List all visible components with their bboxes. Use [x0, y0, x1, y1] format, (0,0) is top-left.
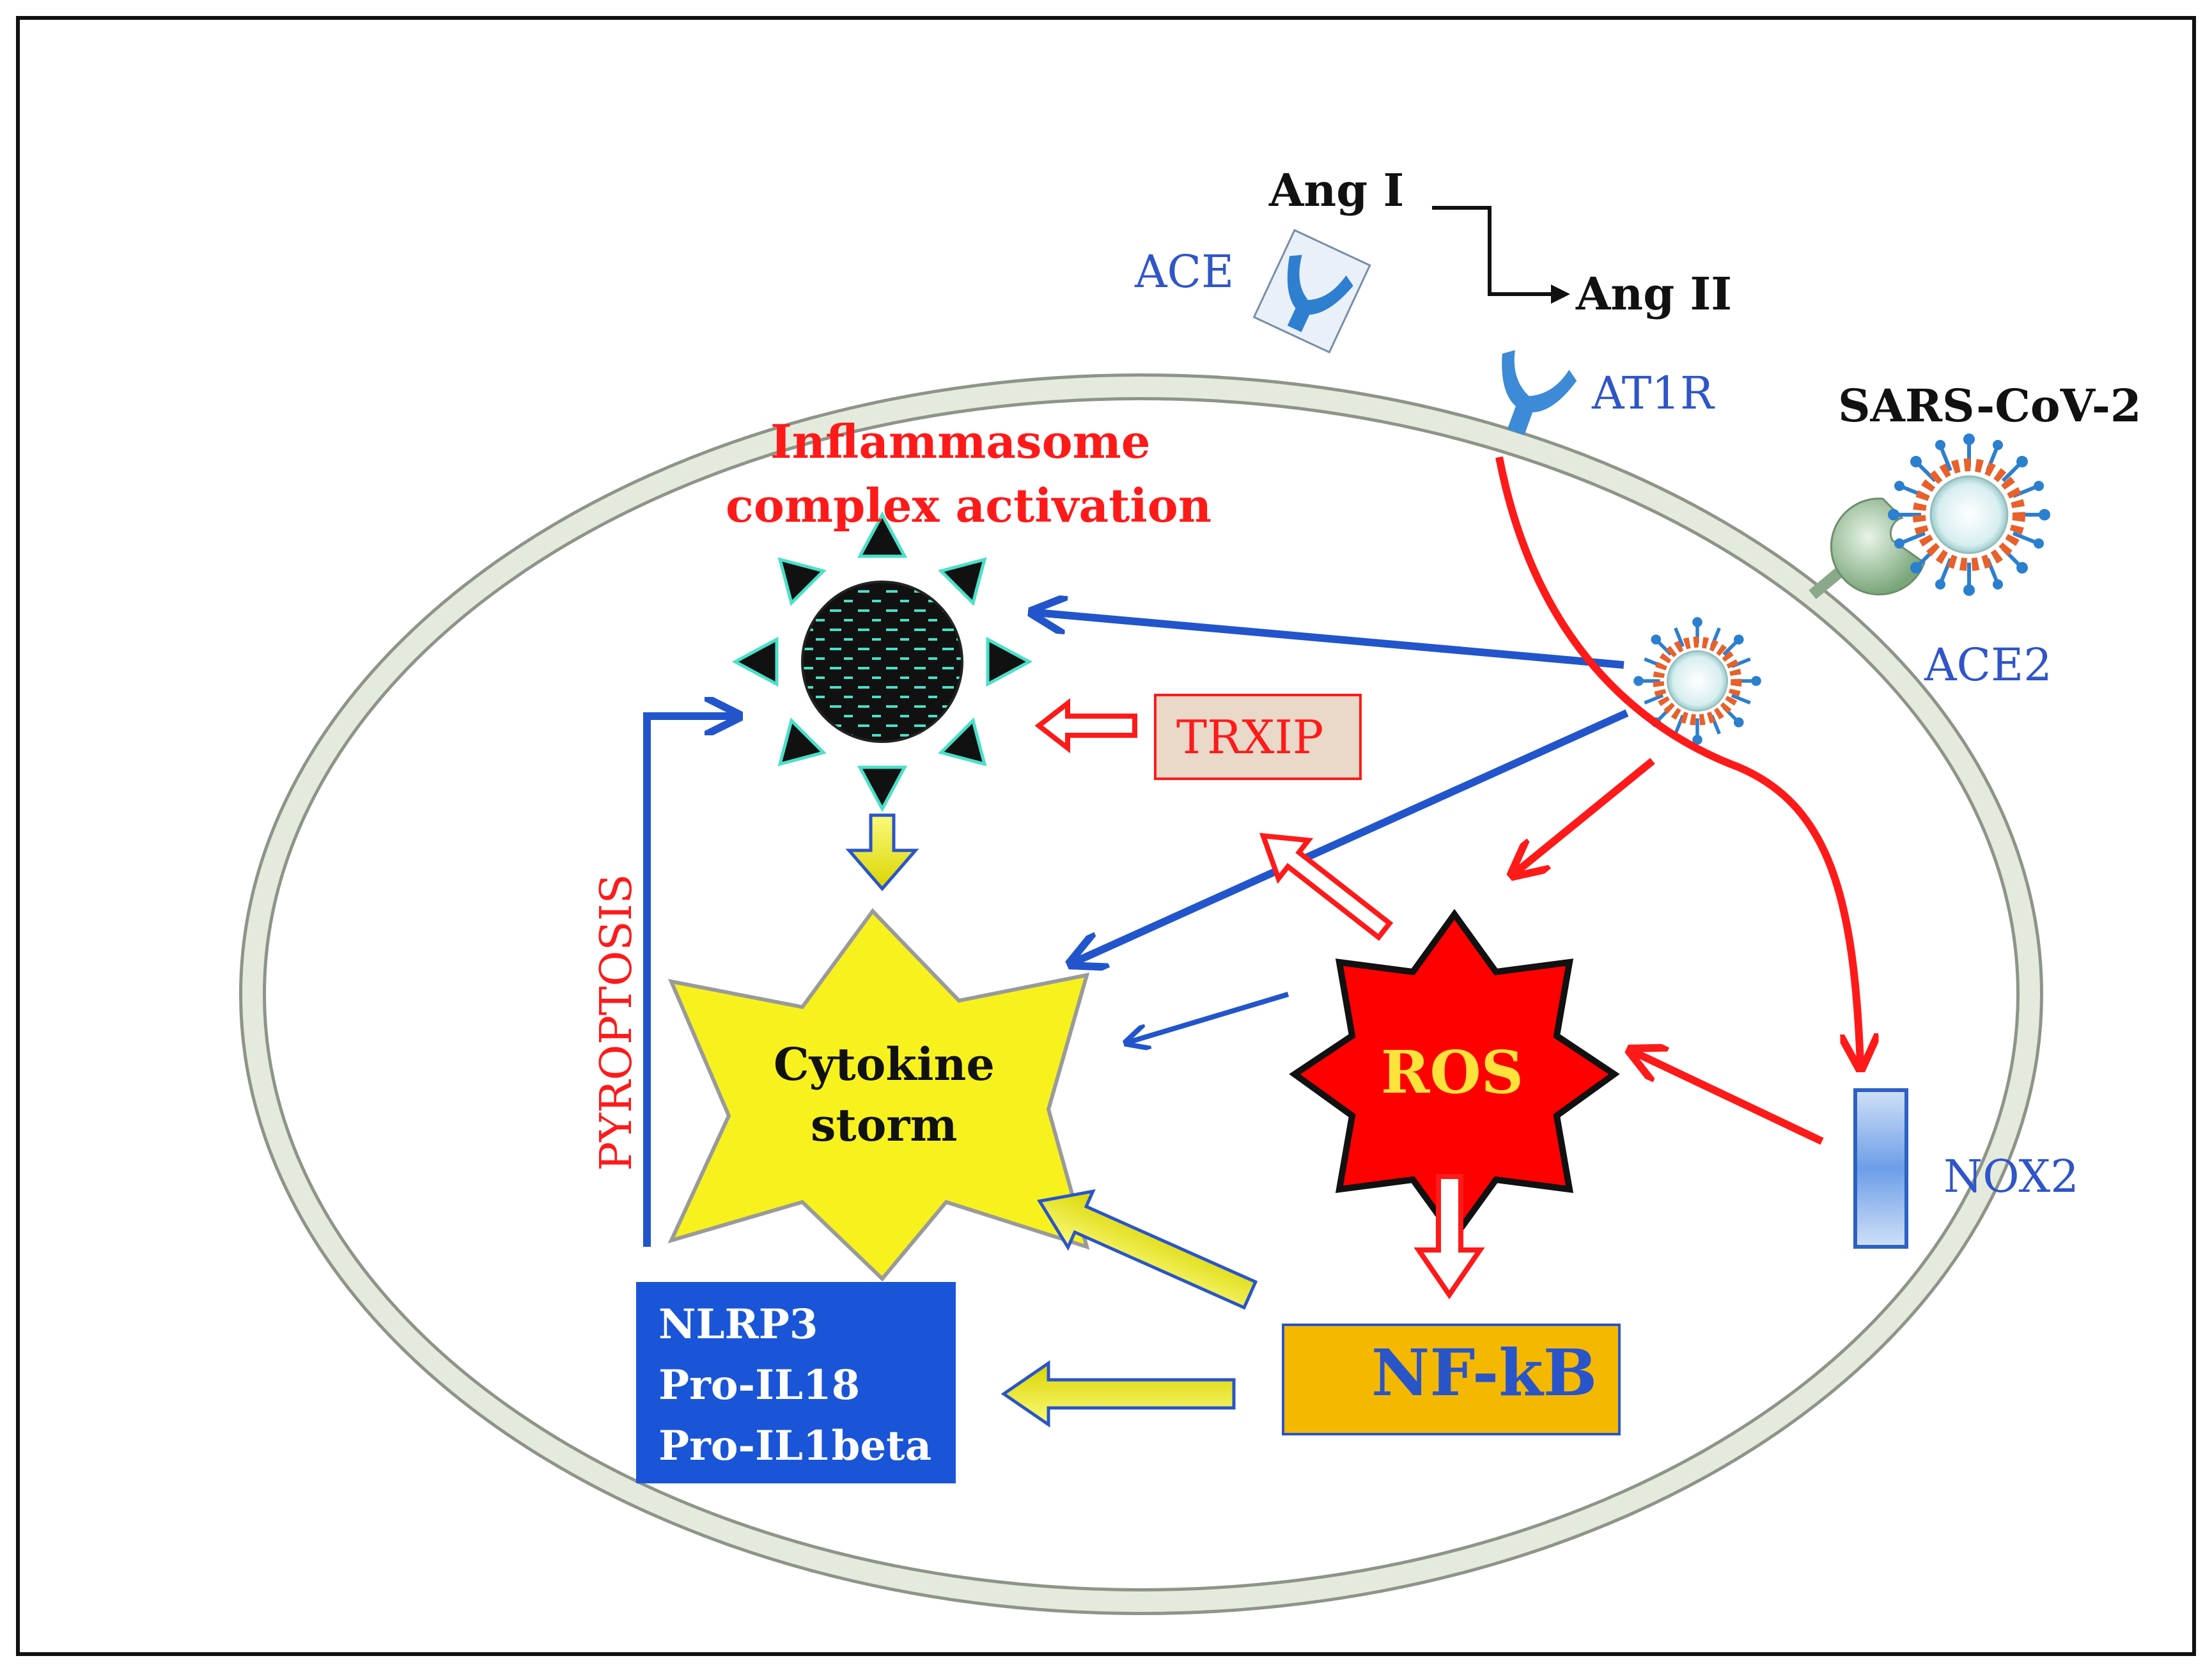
nox2-label: NOX2 [1943, 1150, 2079, 1203]
nlrp3-box [636, 1282, 956, 1483]
at1r-label: AT1R [1592, 367, 1714, 419]
cytokine-label-line2: storm [811, 1098, 958, 1152]
ros-to-inflammasome-arrow [1259, 832, 1394, 941]
sars-cov-2-virus-icon [1888, 434, 2050, 596]
ace-receptor-icon [1252, 229, 1371, 354]
at1r-to-ros-arrow [1515, 758, 1655, 873]
ace-label: ACE [1135, 246, 1235, 298]
ros-to-cytokine-arrow [1128, 992, 1289, 1042]
inflammasome-title-line2: complex activation [726, 478, 1212, 533]
trxip-label: TRXIP [1176, 710, 1324, 764]
cell-membrane-fill [242, 377, 2040, 1612]
inflammasome-icon [731, 511, 1033, 813]
ace2-label: ACE2 [1924, 639, 2052, 691]
ros-label: ROS [1381, 1038, 1524, 1107]
ace2-receptor-icon [1809, 497, 1926, 599]
cytokine-label-line1: Cytokine [774, 1038, 995, 1091]
virus-to-cytokine-arrow [1074, 709, 1629, 962]
at1r-receptor-icon [1502, 350, 1577, 435]
pyroptosis-label: PYROPTOSIS [591, 873, 642, 1171]
nfkb-label: NF-kB [1371, 1335, 1598, 1410]
outer-frame [16, 16, 2196, 1656]
cytokine-storm-star [667, 908, 1090, 1282]
nfkb-to-cytokine-arrow [1037, 1189, 1258, 1310]
trxip-to-inflammasome-arrow [1034, 698, 1137, 754]
nlrp3-item-1: NLRP3 [658, 1301, 818, 1348]
pyroptosis-arrow [643, 716, 735, 1247]
nlrp3-item-3: Pro-IL1beta [658, 1422, 932, 1470]
nfkb-box [1282, 1324, 1621, 1435]
inflammasome-to-cytokine-arrow [845, 813, 919, 891]
ang-ii-label: Ang II [1576, 267, 1733, 320]
internal-virus-icon [1633, 617, 1761, 745]
ang-i-label: Ang I [1269, 164, 1405, 217]
nlrp3-item-2: Pro-IL18 [658, 1361, 861, 1409]
trxip-box [1154, 694, 1362, 780]
ang-conversion-arrow [1432, 206, 1570, 304]
virus-to-inflammasome-arrow [1036, 613, 1624, 669]
nox2-icon [1853, 1088, 1908, 1249]
nfkb-to-nlrp3-arrow [1001, 1360, 1236, 1428]
ros-to-nfkb-arrow [1414, 1174, 1485, 1300]
sars-cov-2-label: SARS-CoV-2 [1838, 379, 2142, 432]
nox2-to-ros-arrow [1633, 1052, 1824, 1145]
inflammasome-title-line1: Inflammasome [770, 414, 1151, 469]
at1r-to-nox2-arrow [1495, 456, 1860, 1065]
